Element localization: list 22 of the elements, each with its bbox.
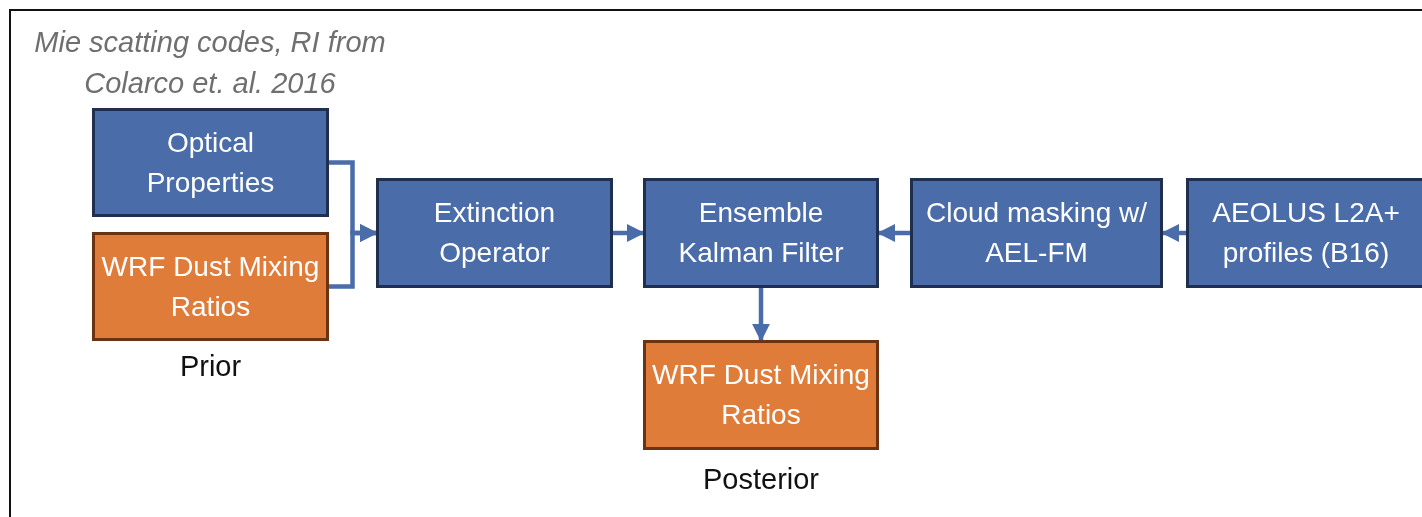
arrow — [752, 288, 770, 342]
process-box — [92, 232, 329, 341]
process-box — [92, 108, 329, 217]
arrow — [613, 224, 645, 242]
process-box — [376, 178, 613, 288]
box-label: WRF Dust Mixing Ratios — [651, 358, 871, 432]
box-label: Ensemble Kalman Filter — [677, 196, 845, 270]
arrow — [329, 224, 378, 289]
box-label: Cloud masking w/ AEL-FM — [925, 196, 1148, 270]
box-label: AEOLUS L2A+ profiles (B16) — [1211, 196, 1401, 270]
arrow — [1161, 224, 1186, 242]
process-box — [1186, 178, 1422, 288]
process-box — [643, 340, 879, 450]
note-text: Mie scatting codes, RI from Colarco et. al. 2016 — [33, 25, 387, 101]
caption-text: Posterior — [701, 462, 820, 497]
process-box — [643, 178, 879, 288]
arrow — [877, 224, 910, 242]
process-box — [910, 178, 1163, 288]
box-label: WRF Dust Mixing Ratios — [100, 249, 321, 324]
box-label: Extinction Operator — [432, 196, 557, 270]
caption-text: Prior — [178, 349, 243, 384]
box-label: Optical Properties — [145, 125, 276, 200]
